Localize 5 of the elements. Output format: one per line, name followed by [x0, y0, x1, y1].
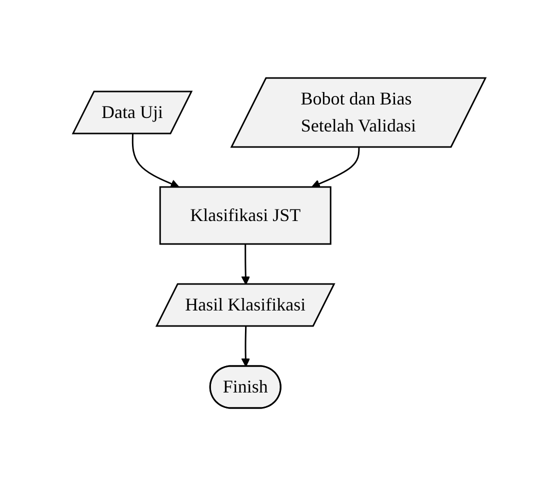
arrow — [132, 134, 180, 188]
arrow — [242, 244, 250, 285]
arrow — [242, 326, 250, 367]
node-box: Klasifikasi JST — [160, 186, 332, 245]
arrow — [312, 147, 360, 188]
